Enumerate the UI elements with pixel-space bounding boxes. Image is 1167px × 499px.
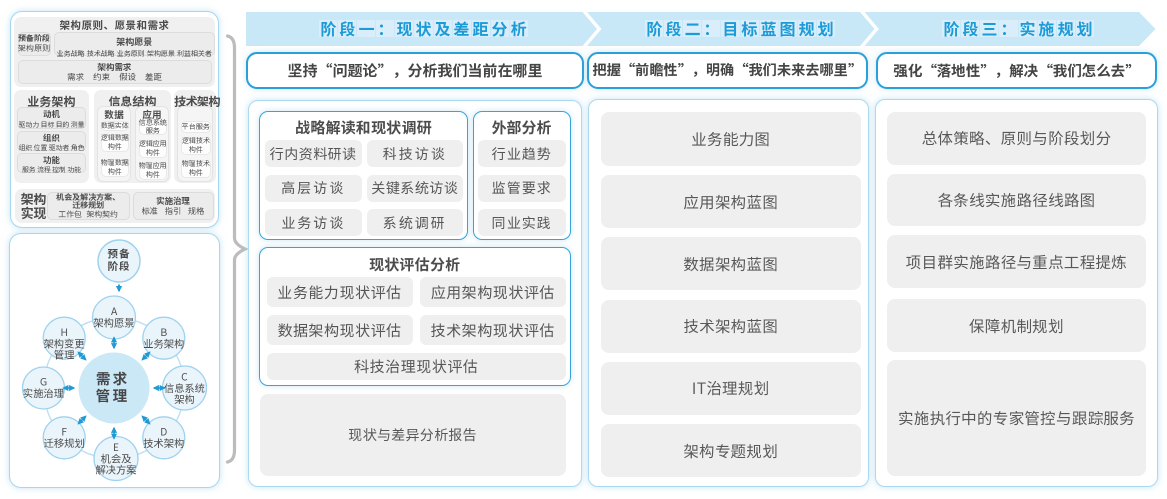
svg-text:信息系统: 信息系统	[164, 380, 206, 395]
svg-text:F: F	[61, 424, 67, 439]
svg-text:架构变更: 架构变更	[44, 336, 85, 351]
svg-text:实施治理: 实施治理	[23, 385, 65, 400]
svg-text:预备: 预备	[108, 247, 131, 262]
svg-text:迁移规划: 迁移规划	[44, 435, 85, 450]
svg-text:技术架构: 技术架构	[143, 435, 184, 450]
svg-text:E: E	[113, 439, 119, 454]
svg-text:机会及: 机会及	[101, 451, 133, 466]
svg-text:需求: 需求	[96, 368, 130, 389]
svg-text:D: D	[160, 424, 167, 439]
svg-text:管理: 管理	[54, 347, 75, 362]
svg-text:业务架构: 业务架构	[143, 336, 184, 351]
svg-text:架构: 架构	[174, 391, 195, 406]
svg-text:G: G	[40, 374, 47, 389]
svg-text:A: A	[111, 303, 118, 318]
svg-text:架构愿景: 架构愿景	[93, 315, 134, 330]
svg-text:解决方案: 解决方案	[95, 462, 137, 477]
svg-text:B: B	[160, 324, 167, 339]
svg-text:管理: 管理	[96, 385, 130, 406]
svg-text:阶段: 阶段	[108, 259, 131, 274]
svg-text:C: C	[181, 369, 188, 384]
svg-text:H: H	[60, 324, 67, 339]
